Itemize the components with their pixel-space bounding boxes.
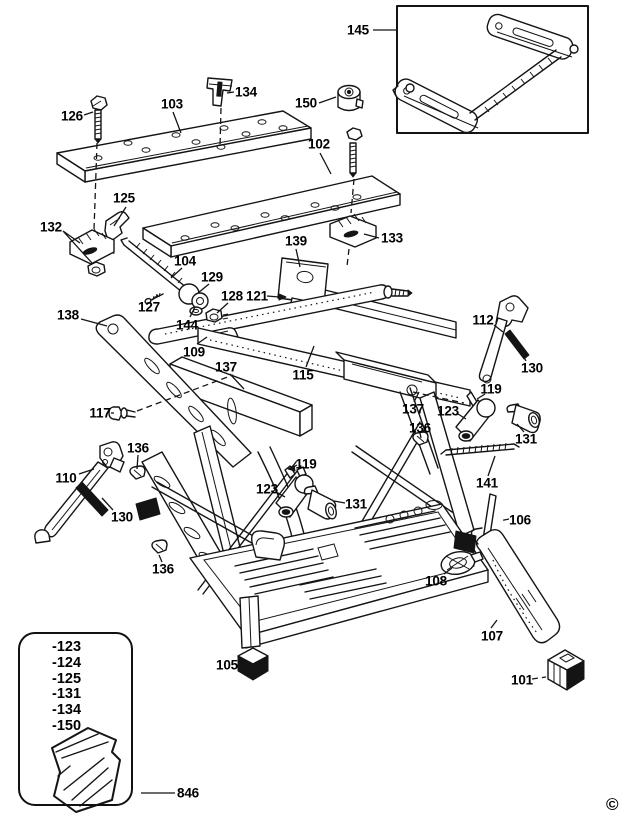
clip-136-left-top-art xyxy=(129,465,146,480)
rod-104-art xyxy=(120,237,188,293)
part-label-128: 128 xyxy=(221,288,243,304)
clip-136-left-bottom-art xyxy=(151,539,168,554)
crank-arm-121-art xyxy=(148,284,413,345)
bag-part-number: -131 xyxy=(52,686,82,703)
bolt-117-art xyxy=(108,406,136,421)
swivel-peg-134-art xyxy=(206,77,233,107)
foot-105-art xyxy=(237,647,269,681)
dashed-lines xyxy=(93,107,547,680)
part-label-136-right: 136 xyxy=(409,420,431,436)
part-label-119-right: 119 xyxy=(480,381,502,397)
part-label-136-left-bottom: 136 xyxy=(152,561,174,577)
swivel-arm-138-art xyxy=(95,314,252,468)
part-label-144: 144 xyxy=(176,317,198,333)
part-label-102: 102 xyxy=(308,136,330,152)
board-103-art xyxy=(56,110,312,183)
part-label-131-right: 131 xyxy=(515,431,537,447)
part-label-121: 121 xyxy=(246,288,268,304)
inset-box-art xyxy=(392,5,589,134)
rod-141-art xyxy=(440,442,520,456)
part-label-108: 108 xyxy=(425,573,447,589)
knob-131-right-art xyxy=(506,403,541,434)
board-102-art xyxy=(142,175,401,258)
part-label-112: 112 xyxy=(472,312,494,328)
washer-144-art xyxy=(189,306,203,316)
rod-130-left-art xyxy=(75,481,109,517)
block-133-art xyxy=(329,213,377,248)
part-label-105: 105 xyxy=(216,657,238,673)
part-label-138: 138 xyxy=(57,307,79,323)
part-label-115: 115 xyxy=(292,367,314,383)
part-label-130-right: 130 xyxy=(521,360,543,376)
part-label-139: 139 xyxy=(285,233,307,249)
bag-part-number: -125 xyxy=(52,670,82,687)
part-label-125: 125 xyxy=(113,190,135,206)
bolt-122-art xyxy=(346,127,363,178)
part-label-846: 846 xyxy=(177,785,199,801)
hardware-bag-box: -123-124-125-131-134-150 xyxy=(18,632,133,806)
part-label-103: 103 xyxy=(161,96,183,112)
part-label-131-center: 131 xyxy=(345,496,367,512)
part-label-134: 134 xyxy=(235,84,257,100)
part-label-101: 101 xyxy=(511,672,533,688)
part-label-123-right: 123 xyxy=(437,403,459,419)
rail-137-right-art xyxy=(335,351,437,403)
part-label-127: 127 xyxy=(138,299,160,315)
rod-130-right-art xyxy=(504,329,530,360)
bag-part-number: -150 xyxy=(52,717,82,734)
bracket-123-right-art xyxy=(455,398,496,442)
part-label-123-center: 123 xyxy=(256,481,278,497)
part-label-119-center: 119 xyxy=(295,456,317,472)
leader-lines xyxy=(62,29,527,794)
block-132-art xyxy=(69,228,115,277)
collar-129-art xyxy=(178,283,209,310)
part-label-137-left: 137 xyxy=(215,359,237,375)
part-label-117: 117 xyxy=(89,405,111,421)
part-label-106: 106 xyxy=(509,512,531,528)
part-label-104: 104 xyxy=(174,253,196,269)
knob-131-center-art xyxy=(303,485,337,520)
rail-137-left-art xyxy=(169,356,313,437)
part-label-129: 129 xyxy=(201,269,223,285)
part-label-145: 145 xyxy=(347,22,369,38)
part-label-150: 150 xyxy=(295,95,317,111)
bag-part-number: -134 xyxy=(52,702,82,719)
part-label-130-left: 130 xyxy=(111,509,133,525)
part-label-137-right: 137 xyxy=(402,401,424,417)
bracket-108-art xyxy=(440,550,484,576)
bag-846-art xyxy=(51,727,121,813)
lever-110-art xyxy=(34,441,125,544)
nut-150-art xyxy=(337,84,364,112)
bag-part-list: -123-124-125-131-134-150 xyxy=(20,634,131,735)
bag-part-number: -123 xyxy=(52,639,82,655)
part-label-141: 141 xyxy=(476,475,498,491)
foot-101-art xyxy=(547,649,585,691)
part-label-133: 133 xyxy=(381,230,403,246)
copyright-mark: © xyxy=(606,795,619,814)
part-label-136-left-top: 136 xyxy=(127,440,149,456)
bolt-126-art xyxy=(90,95,108,144)
bracket-123-center-art xyxy=(275,466,314,518)
shelf-art xyxy=(135,497,489,649)
leg-107-art xyxy=(470,527,561,644)
part-label-132: 132 xyxy=(40,219,62,235)
part-label-126: 126 xyxy=(61,108,83,124)
clip-136-right-art xyxy=(412,431,429,446)
part-label-110: 110 xyxy=(55,470,77,486)
lever-112-art xyxy=(478,295,529,384)
bag-part-number: -124 xyxy=(52,654,82,671)
part-label-107: 107 xyxy=(481,628,503,644)
part-label-109: 109 xyxy=(183,344,205,360)
